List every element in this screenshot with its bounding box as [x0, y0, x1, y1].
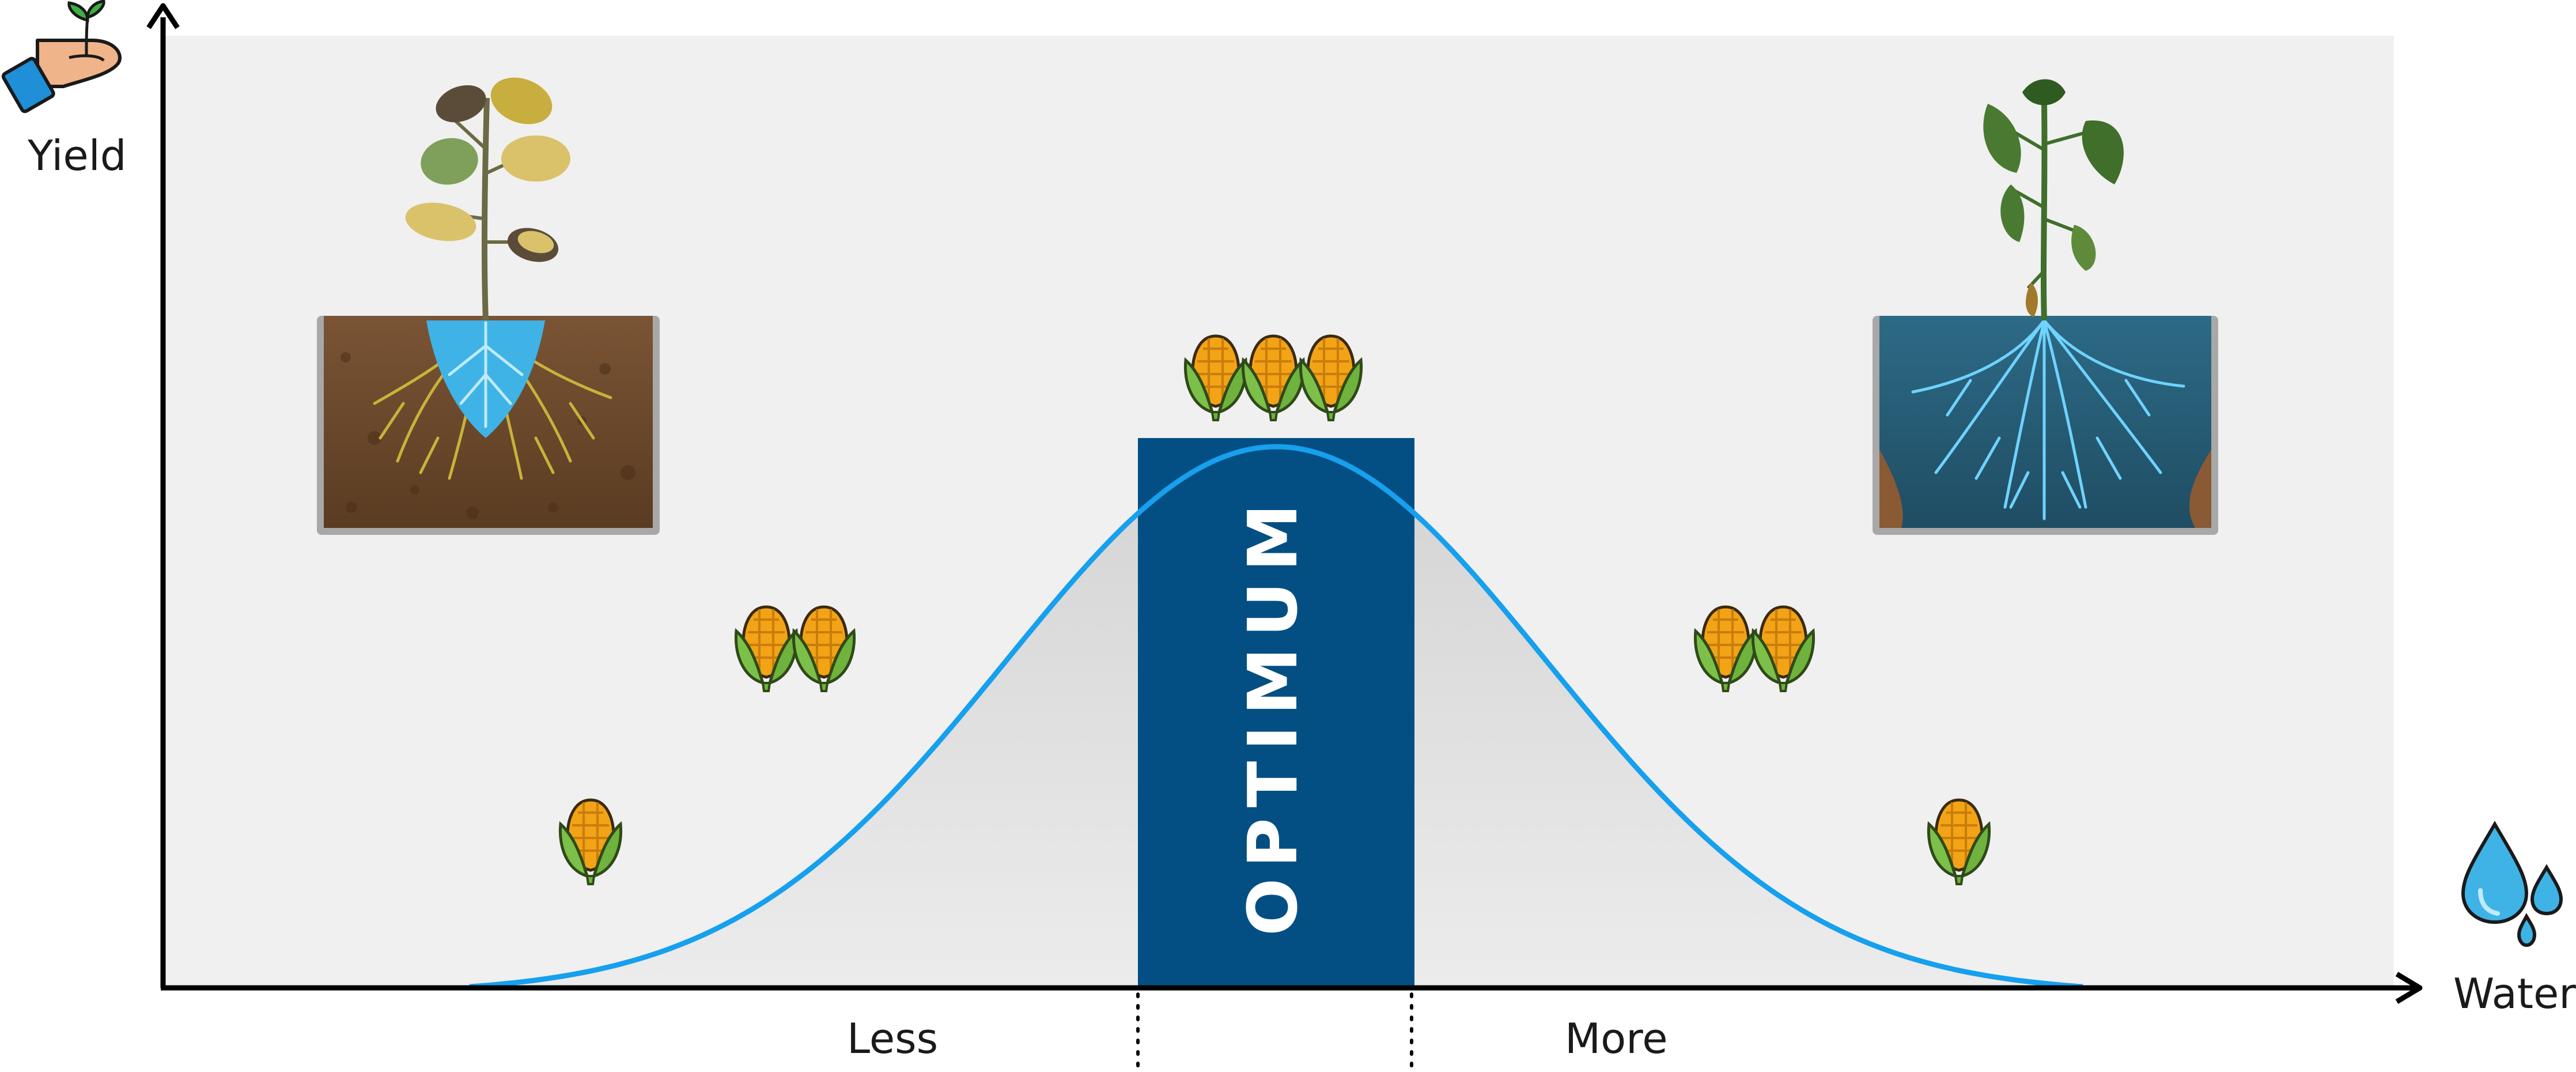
optimum-band — [1138, 438, 1414, 987]
hand-sprout-icon — [1, 0, 122, 114]
water-drops-icon — [2461, 821, 2563, 948]
more-zone-label: More — [1565, 1014, 1668, 1063]
yield-curve — [469, 444, 2083, 990]
dry-soil-plant — [317, 77, 660, 535]
x-axis-label: Water — [2453, 969, 2576, 1018]
yield-level-optimum — [1185, 336, 1361, 420]
y-axis-label: Yield — [28, 131, 127, 180]
x-axis-arrowhead — [2395, 972, 2423, 1004]
less-zone-label: Less — [847, 1014, 939, 1063]
y-axis-arrowhead — [146, 3, 180, 29]
optimum-label: OPTIMUM — [1233, 493, 1312, 936]
waterlogged-soil-plant — [1873, 79, 2218, 535]
